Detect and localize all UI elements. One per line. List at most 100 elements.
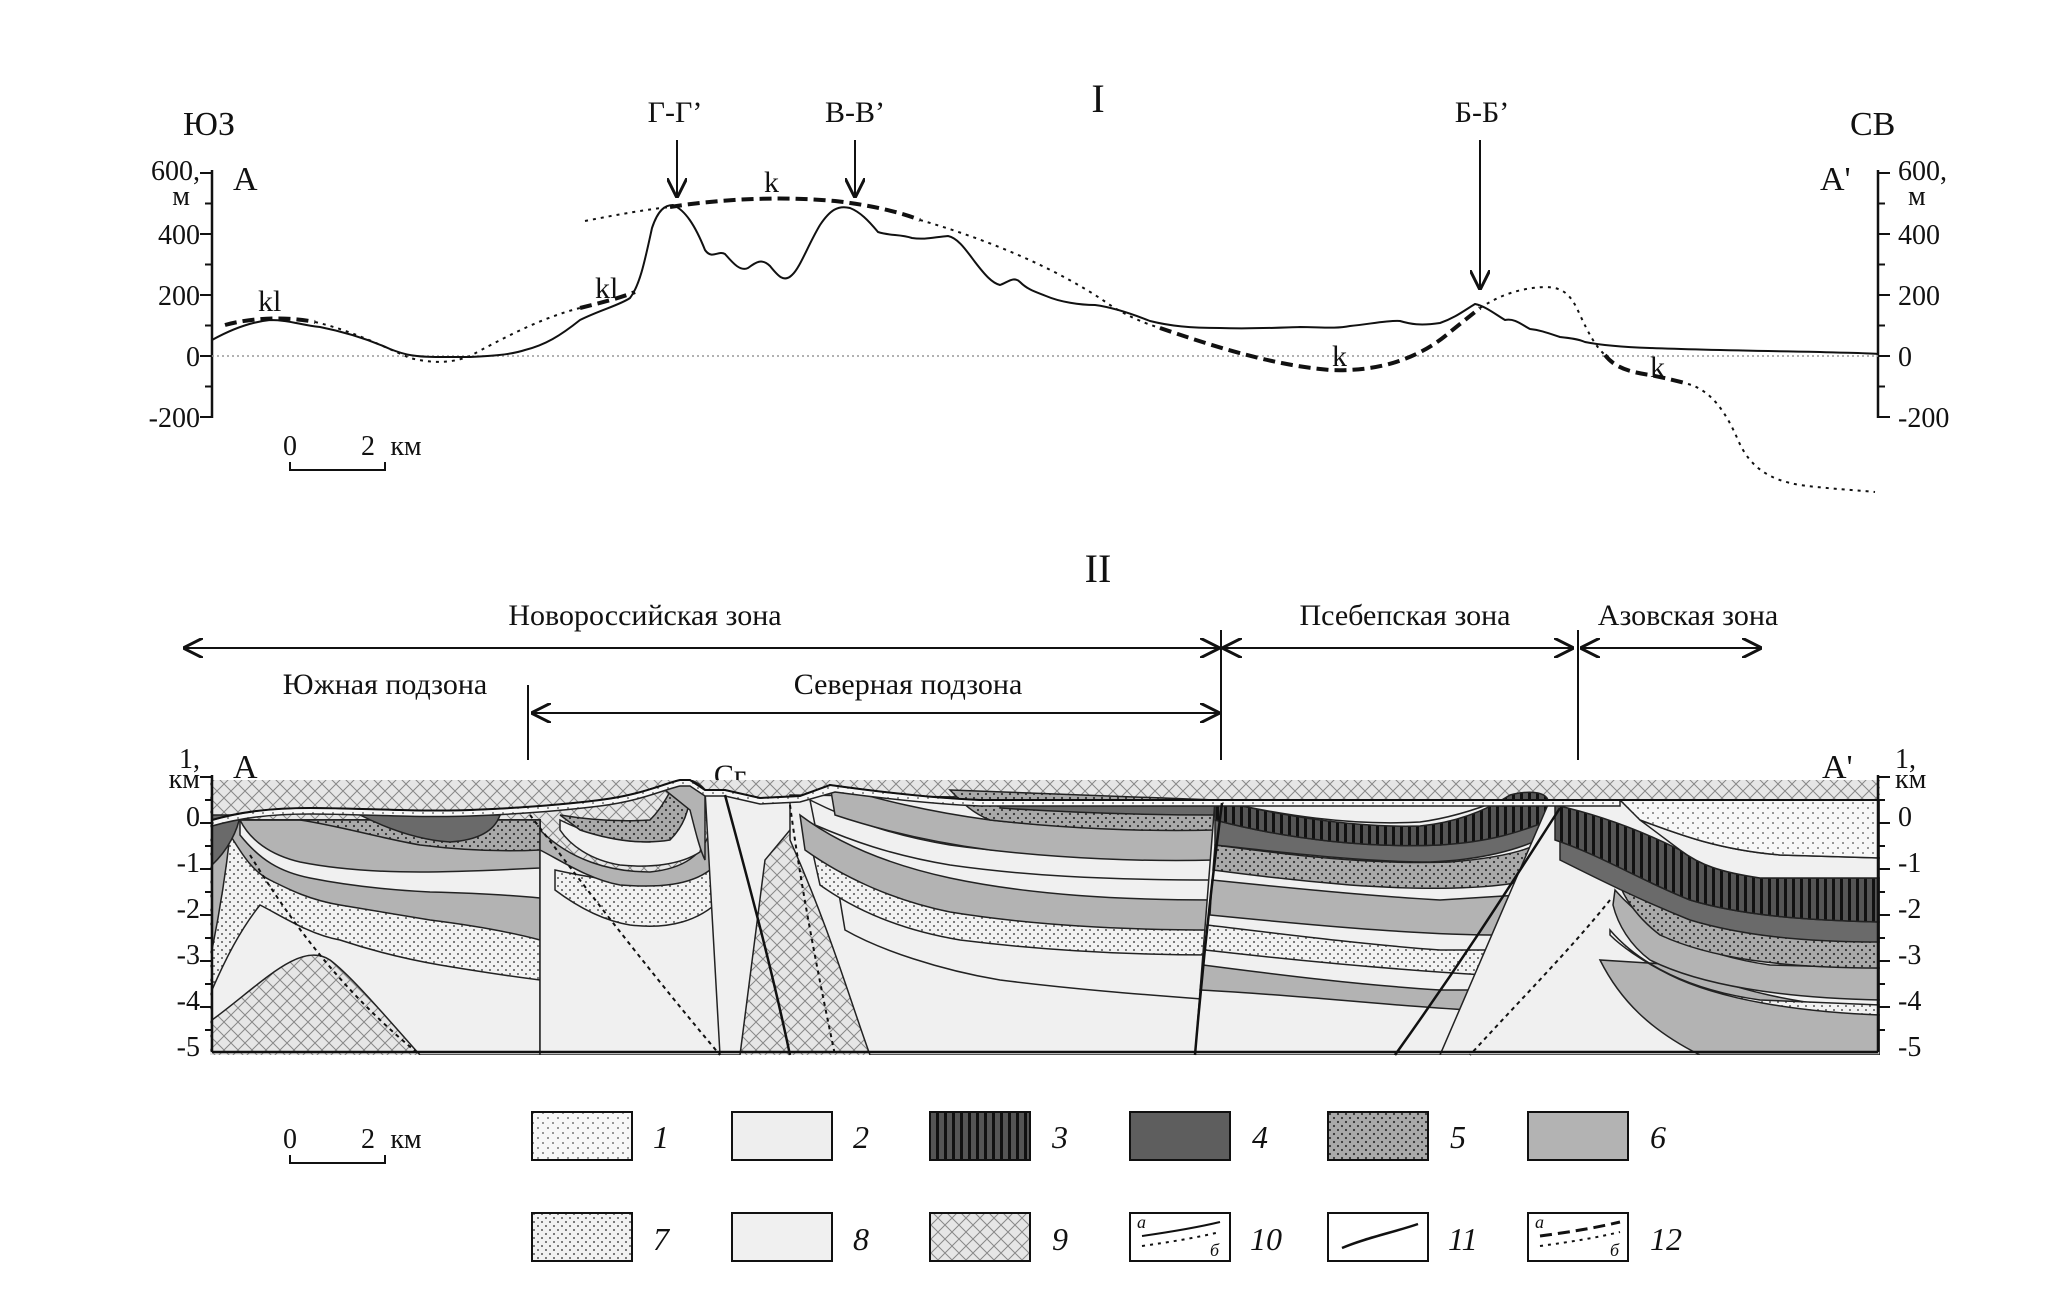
y-tick-minus2-right: -2 [1898, 894, 1921, 925]
surface-label-k-1: k [764, 166, 779, 199]
marker-V: В-В’ [825, 96, 885, 196]
zone-psebep: Псебепская зона [1300, 599, 1511, 632]
legend-label-7: 7 [653, 1221, 671, 1257]
y-tick-1: 1, [179, 744, 200, 775]
y-unit-m: м [172, 181, 190, 212]
blockF-layer-7 [1609, 927, 1880, 1016]
surface-k-top-dashed [669, 196, 921, 222]
legend-label-9: 9 [1052, 1221, 1068, 1257]
y-tick-minus3: -3 [177, 940, 200, 971]
y-tick-minus5: -5 [177, 1032, 200, 1063]
legend-10-sub-b: б [1210, 1240, 1220, 1260]
surface-label-kl-1: kl [258, 285, 281, 318]
direction-sw: ЮЗ [183, 106, 235, 143]
surface-kl-right-dashed [579, 290, 636, 310]
y-tick-400: 400 [158, 220, 200, 251]
zone-novorossiysk: Новороссийская зона [508, 599, 781, 632]
surface-kl-left-dashed [224, 316, 316, 327]
section-II-point-right: А' [1822, 749, 1853, 786]
scale-dist: 2 [361, 431, 375, 462]
fault-line-2 [529, 814, 721, 1056]
scale-zero: 0 [283, 431, 297, 462]
direction-ne: СВ [1850, 106, 1895, 143]
legend-swatch-2 [731, 1111, 833, 1161]
y-tick-0-sec: 0 [186, 802, 200, 833]
surface-label-k-3: k [1650, 351, 1665, 384]
marker-label-V: В-В’ [825, 96, 885, 129]
y-tick-600: 600, [151, 156, 200, 187]
y-tick-minus200-right: -200 [1898, 403, 1949, 434]
scale2-unit: км [390, 1124, 422, 1155]
section-II-scale-bar: 0 2 км [283, 1124, 422, 1164]
profile-I-point-right: А' [1820, 161, 1851, 198]
section-II: II Новороссийская зона Псебепская зона А… [169, 546, 1927, 1063]
y-tick-minus4-right: -4 [1898, 986, 1921, 1017]
surface-label-k-2: k [1332, 340, 1347, 373]
scale2-dist: 2 [361, 1124, 375, 1155]
scale-unit: км [390, 431, 422, 462]
surface-k-right-dashed [1603, 353, 1689, 386]
topographic-profile [211, 203, 1879, 358]
y-tick-minus5-right: -5 [1898, 1032, 1921, 1063]
section-II-right-axis: 1, км 0 -1 -2 -3 -4 -5 [1876, 744, 1927, 1063]
fault-line-ps [1393, 807, 1562, 1056]
legend-label-6: 6 [1650, 1119, 1666, 1155]
y-tick-minus4: -4 [177, 986, 200, 1017]
legend-10-sub-a: а [1137, 1212, 1146, 1232]
legend-swatch-3 [929, 1111, 1031, 1161]
y-tick-0-right: 0 [1898, 342, 1912, 373]
surface-kl-left-dotted [314, 307, 581, 363]
y-tick-minus1: -1 [177, 848, 200, 879]
legend: 0 2 км 1 2 3 4 5 6 7 8 9 а б 10 [283, 1111, 1682, 1262]
y-tick-400-right: 400 [1898, 220, 1940, 251]
y-tick-0: 0 [186, 342, 200, 373]
legend-swatch-1 [531, 1111, 633, 1161]
legend-label-2: 2 [853, 1119, 869, 1155]
legend-12-sub-b: б [1610, 1240, 1620, 1260]
y-tick-minus1-right: -1 [1898, 848, 1921, 879]
surface-label-kl-2: kl [595, 272, 618, 305]
legend-swatch-7 [531, 1212, 633, 1262]
y-tick-200-right: 200 [1898, 281, 1940, 312]
fault-line-1 [249, 854, 421, 1056]
section-II-title: II [1085, 546, 1112, 591]
legend-swatch-11 [1327, 1212, 1429, 1262]
y-tick-200: 200 [158, 281, 200, 312]
marker-label-G: Г-Г’ [648, 96, 703, 129]
profile-I: I ЮЗ СВ А А' 600, м 400 200 0 -200 600, … [149, 76, 1949, 493]
geological-layers [210, 780, 1880, 1055]
zone-azov: Азовская зона [1598, 599, 1778, 632]
y-unit-km-right: км [1895, 764, 1927, 795]
surface-k-top-dotted-right [919, 219, 1161, 329]
y-unit-m-right: м [1908, 181, 1926, 212]
subzone-south: Южная подзона [283, 668, 487, 701]
scale2-zero: 0 [283, 1124, 297, 1155]
profile-I-point-left: А [233, 161, 258, 198]
surface-k-top-dotted-left [584, 206, 671, 222]
profile-I-title: I [1091, 76, 1104, 121]
profile-I-right-axis: 600, м 400 200 0 -200 [1876, 156, 1949, 434]
legend-label-12: 12 [1650, 1221, 1682, 1257]
legend-swatch-8 [731, 1212, 833, 1262]
y-tick-1-right: 1, [1895, 744, 1916, 775]
y-unit-km: км [169, 764, 201, 795]
legend-label-11: 11 [1448, 1221, 1478, 1257]
y-tick-0-sec-right: 0 [1898, 802, 1912, 833]
surface-k-syncline-dashed [1159, 306, 1482, 373]
legend-swatch-12: а б [1527, 1212, 1629, 1262]
section-II-left-axis: 1, км 0 -1 -2 -3 -4 -5 [169, 744, 214, 1063]
legend-label-5: 5 [1450, 1119, 1466, 1155]
surface-k-right-dotted [1687, 383, 1876, 493]
marker-G: Г-Г’ [648, 96, 703, 196]
legend-swatch-5 [1327, 1111, 1429, 1161]
legend-label-1: 1 [653, 1119, 669, 1155]
section-surface [211, 779, 1880, 821]
fault-line-3 [789, 804, 836, 1056]
y-tick-minus2: -2 [177, 894, 200, 925]
legend-swatch-9 [929, 1212, 1031, 1262]
subzone-north: Северная подзона [794, 668, 1023, 701]
legend-label-4: 4 [1252, 1119, 1268, 1155]
blockF-layer-1 [1618, 799, 1880, 859]
surface-k-anticline-dotted [1479, 285, 1606, 356]
legend-label-3: 3 [1051, 1119, 1068, 1155]
